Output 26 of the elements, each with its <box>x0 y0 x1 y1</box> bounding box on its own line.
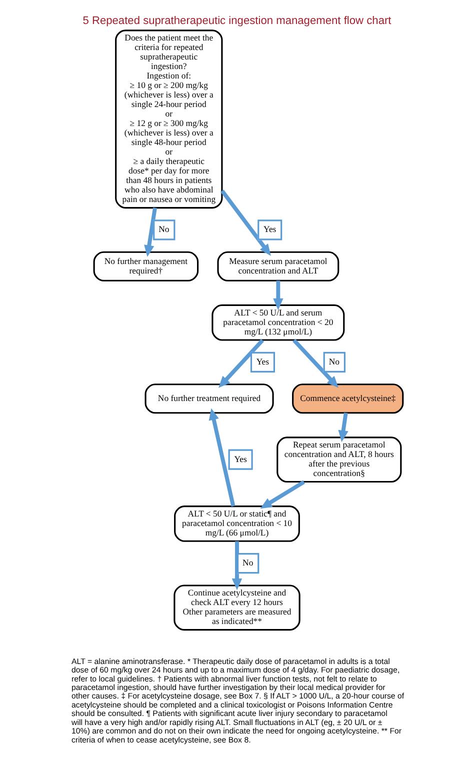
node-box: Measure serum paracetamol concentration and ALT <box>217 251 340 282</box>
edge-label: Yes <box>264 224 276 234</box>
edge-label: No <box>328 356 340 366</box>
caption: ALT = alanine aminotransferase. * Therapeutic daily dose of paracetamol in adults is a total dose of 60 mg/kg over 24 hours and up to a maximum dose of 4 g/day. For paediatric dosage, refer to local guidelines. † Patients with abnormal liver function tests, not felt to relate to paracetamol ingestion, should have further investigation by their local medical provider for other causes. ‡ For acetylcysteine dosage, see Box 7. § If ALT > 1000 U/L, a 20-hour course of acetylcysteine should be completed and a clinical toxicologist or Poisons Information Centre should be consulted. ¶ Patients with significant acute liver injury secondary to paracetamol will have a very high and/or rapidly rising ALT. Small fluctuations in ALT (eg, ± 20 U/L or ± 10%) are common and do not on their own indicate the need for ongoing acetylcysteine. ** For criteria of when to cease acetylcysteine, see Box 8. <box>72 656 404 744</box>
node-box: ALT < 50 U/L or static¶ and paracetamol concentration < 10 mg/L (66 μmol/L) <box>174 506 300 542</box>
node-box: Commence acetylcysteine‡ <box>292 384 404 414</box>
arrow <box>292 338 339 388</box>
node-box: ALT < 50 U/L and serum paracetamol concentration < 20 mg/L (132 μmol/L) <box>212 304 345 341</box>
arrow <box>218 338 264 388</box>
edge-label: No <box>242 558 254 568</box>
edge-label: Yes <box>256 356 270 366</box>
node-box: Repeat serum paracetamol concentration and ALT, 8 hours after the previous concentration§ <box>276 436 402 483</box>
edge-label: Yes <box>234 454 247 464</box>
arrow <box>232 541 242 590</box>
node-box: No further management required† <box>93 251 199 282</box>
arrow <box>338 412 348 442</box>
arrow <box>208 408 236 507</box>
arrow <box>260 480 306 509</box>
arrow <box>273 280 284 310</box>
node-box: Does the patient meet the criteria for repeated supratherapeutic ingestion? Ingestion of: ≥ 10 g or ≥ 200 mg/kg (whichever is less) over a single 24-hour period or ≥ 12 g or ≥ 300 mg/kg (whichever is less) over a single 48-hour period or ≥ a daily therapeutic dose* per day for more than 48 hours in patients who also have abdominal pain or nausea or vomiting <box>115 30 223 209</box>
arrow <box>144 207 157 257</box>
edge-label: No <box>158 224 170 234</box>
arrow <box>220 190 271 256</box>
node-box: Continue acetylcysteine and check ALT every 12 hours Other parameters are measured as indicated** <box>174 584 300 631</box>
diagram-title: 5 Repeated supratherapeutic ingestion management flow chart <box>82 15 392 28</box>
node-box: No further treatment required <box>144 384 274 414</box>
